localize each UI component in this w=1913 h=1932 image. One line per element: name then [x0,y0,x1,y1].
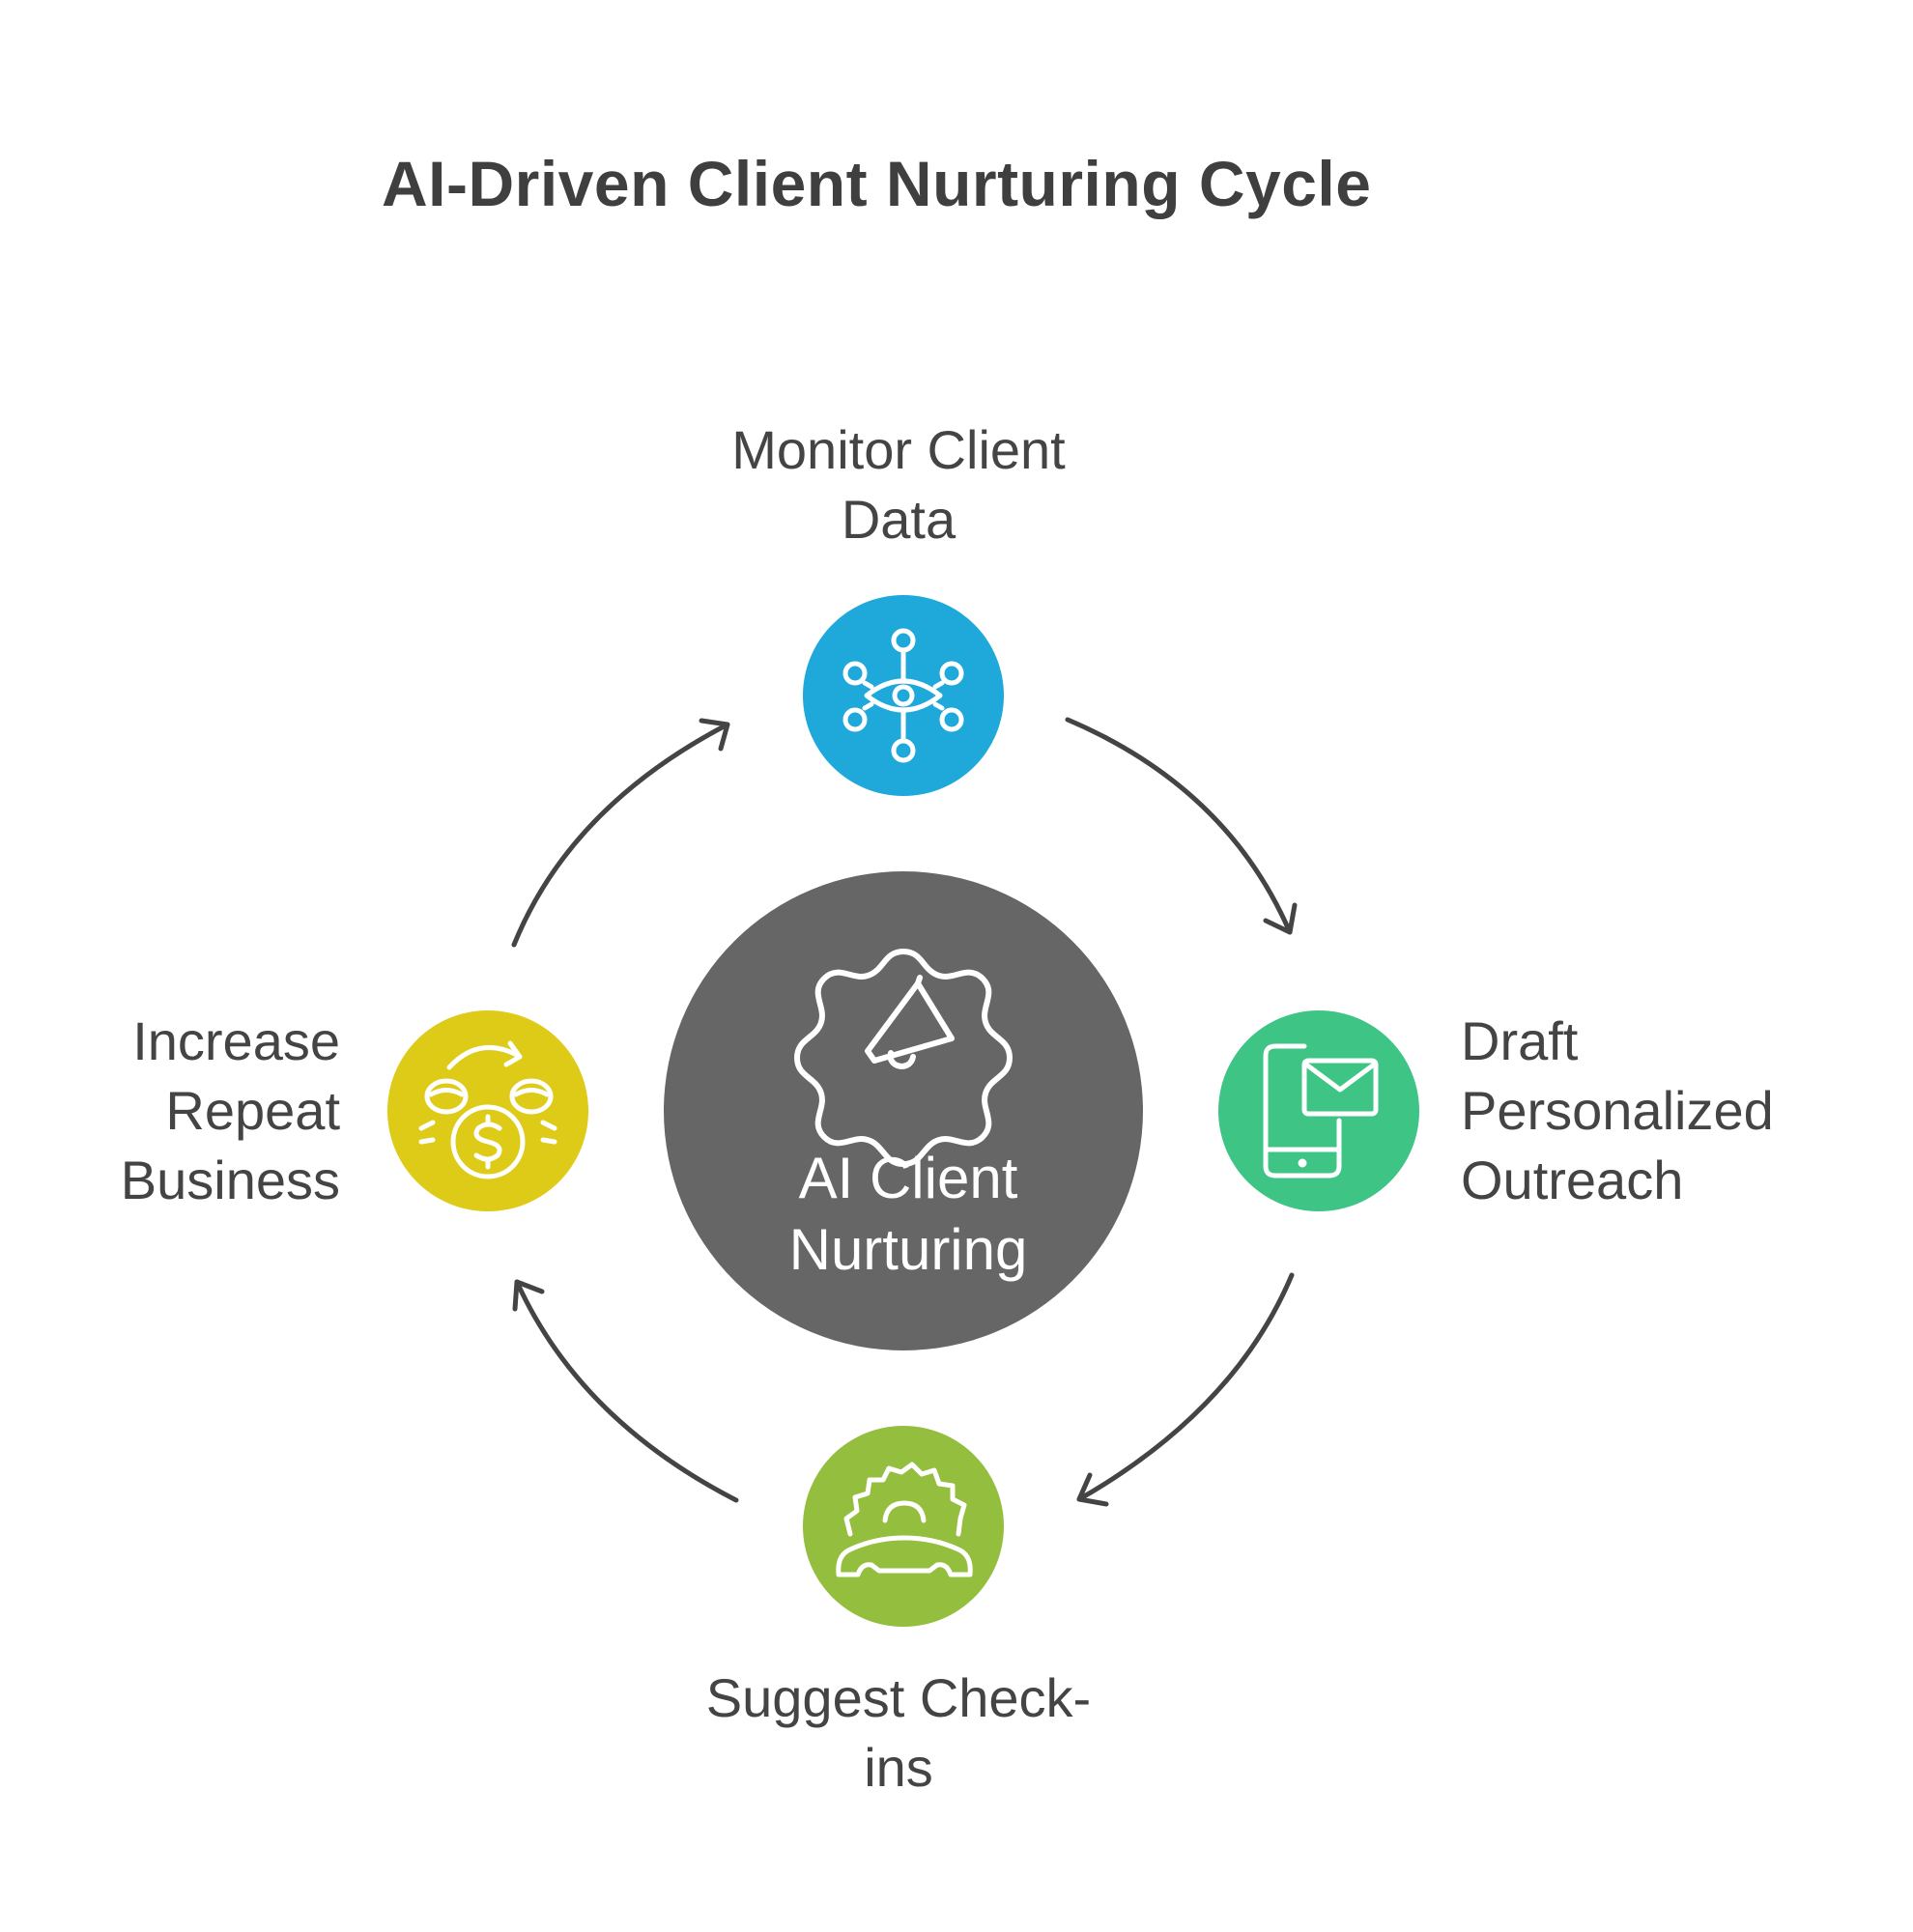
diagram-title: AI-Driven Client Nurturing Cycle [382,148,1372,219]
step-circle-increase [387,1010,588,1211]
gear-phone-icon [836,1462,973,1577]
step-label-suggest: Suggest Check- ins [676,1663,1121,1803]
arrow-bottom-to-left [512,1279,739,1503]
step-label-increase-line1: Increase [132,1010,340,1071]
step-circle-draft [1218,1010,1419,1211]
step-label-draft-line1: Draft [1461,1010,1579,1071]
step-label-increase-line2: Repeat [165,1080,340,1141]
network-eye-icon [842,628,964,763]
gear-megaphone-icon [794,949,1013,1167]
step-label-suggest-line2: ins [864,1737,933,1798]
arrow-top-to-right [1065,717,1298,935]
arrow-right-to-bottom [1076,1272,1295,1507]
center-label: AI Client Nurturing [667,1143,1150,1286]
phone-mail-icon [1263,1043,1379,1179]
arrow-left-to-top [511,718,730,948]
step-label-draft: Draft Personalized Outreach [1461,1007,1867,1215]
step-label-monitor-line1: Monitor Client [731,419,1066,480]
step-label-suggest-line1: Suggest Check- [705,1667,1092,1728]
step-label-draft-line2: Personalized [1461,1080,1774,1141]
step-label-draft-line3: Outreach [1461,1150,1684,1210]
step-circle-suggest [803,1426,1004,1627]
step-label-monitor-line2: Data [841,489,956,550]
step-label-increase-line3: Business [120,1150,340,1210]
step-label-monitor: Monitor Client Data [705,415,1092,554]
center-label-line1: AI Client [798,1146,1018,1210]
step-circle-monitor [803,595,1004,796]
step-label-increase: Increase Repeat Business [58,1007,340,1215]
center-circle [664,871,1143,1350]
center-label-line2: Nurturing [788,1217,1028,1282]
coins-cycle-icon [418,1040,557,1179]
